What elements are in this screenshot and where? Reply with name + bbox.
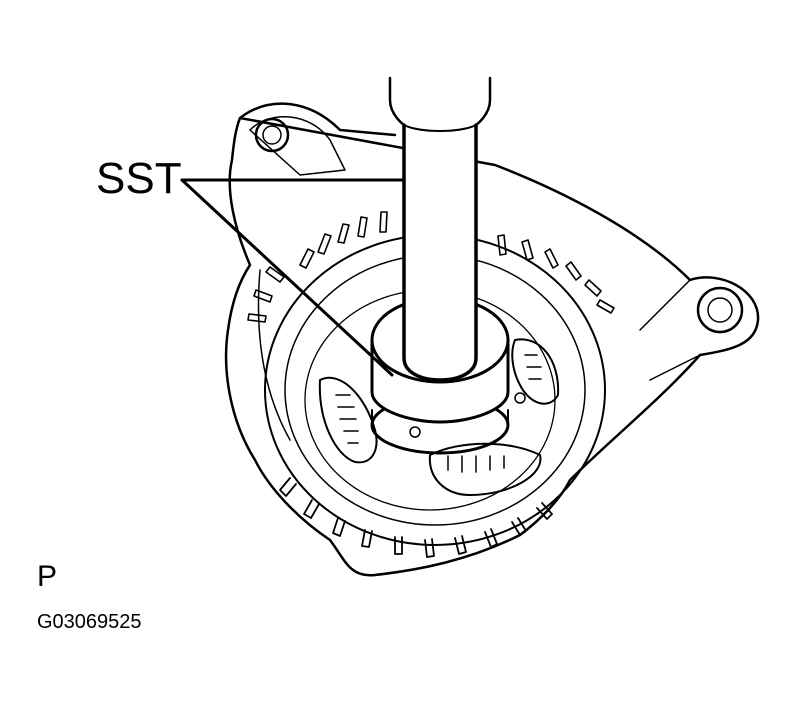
frame-teeth (279, 477, 553, 558)
alternator-frame (224, 102, 760, 577)
sst-tool (370, 76, 510, 424)
view-marker: P (37, 560, 58, 593)
vent-slots (247, 211, 615, 323)
inner-windows (318, 338, 560, 496)
figure-code: G03069525 (37, 611, 142, 633)
sst-leader-lines (180, 178, 406, 377)
sst-callout-label: SST (96, 154, 182, 203)
